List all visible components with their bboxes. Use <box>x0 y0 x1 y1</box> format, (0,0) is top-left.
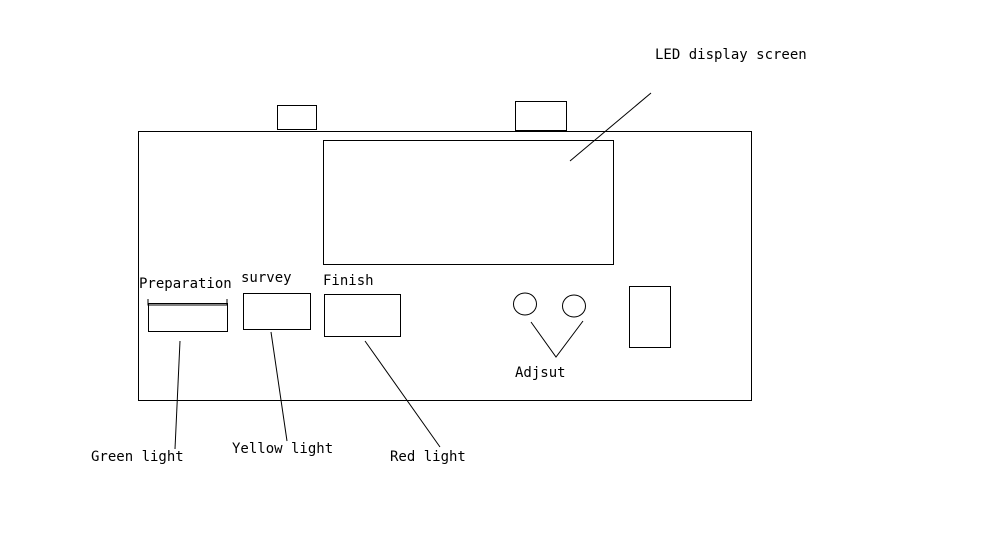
red-light-leader-line <box>364 340 441 448</box>
yellow-light <box>243 293 311 330</box>
red-light <box>324 294 401 337</box>
green-light-leader-line <box>174 340 181 450</box>
green-light-label: Green light <box>91 449 184 465</box>
led-display-label: LED display screen <box>655 47 807 63</box>
preparation-bracket <box>147 299 228 306</box>
green-light <box>148 303 228 332</box>
yellow-light-leader-line <box>270 331 288 442</box>
side-switch <box>629 286 671 348</box>
device-body <box>138 131 752 401</box>
top-connector-right <box>515 101 567 131</box>
finish-label: Finish <box>323 273 374 289</box>
adjust-knob-right <box>562 294 586 318</box>
preparation-label: Preparation <box>139 276 232 292</box>
adjust-label: Adjsut <box>515 365 566 381</box>
yellow-light-label: Yellow light <box>232 441 333 457</box>
led-display-screen <box>323 140 614 265</box>
top-connector-left <box>277 105 317 130</box>
survey-label: survey <box>241 270 292 286</box>
adjust-knob-left <box>513 292 537 316</box>
red-light-label: Red light <box>390 449 466 465</box>
led-display-leader-line <box>569 92 652 162</box>
adjust-leader-lines <box>530 320 584 358</box>
